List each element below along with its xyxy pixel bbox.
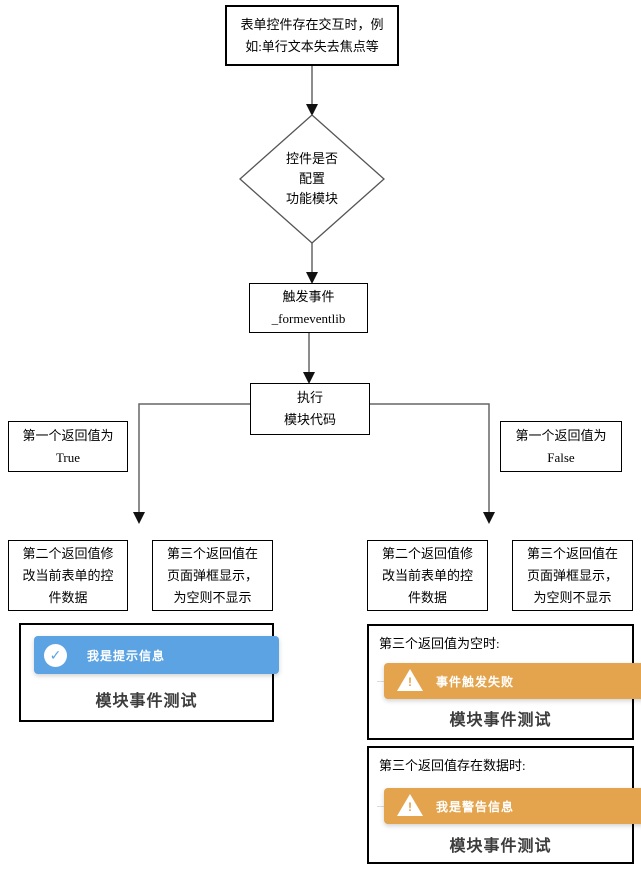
- decision-line1: 控件是否: [285, 151, 338, 166]
- node-start: 表单控件存在交互时，例 如:单行文本失去焦点等: [225, 5, 399, 66]
- panel-data-label: 第三个返回值存在数据时:: [379, 758, 526, 773]
- execute-line2: 模块代码: [283, 412, 336, 427]
- right-second-line1: 第二个返回值修: [381, 545, 473, 561]
- decision-line3: 功能模块: [285, 191, 338, 206]
- node-start-line2: 如:单行文本失去焦点等: [245, 38, 379, 54]
- success-toast: ✓ 我是提示信息: [34, 636, 279, 674]
- node-trigger-event: 触发事件 _formeventlib: [249, 283, 368, 333]
- warning-triangle-icon: !: [397, 794, 423, 816]
- node-right-third-return: 第三个返回值在 页面弹框显示， 为空则不显示: [512, 540, 633, 611]
- warning-triangle-icon: !: [397, 669, 423, 691]
- left-third-line3: 为空则不显示: [173, 589, 252, 605]
- panel-empty-label: 第三个返回值为空时:: [379, 636, 500, 651]
- right-third-line1: 第三个返回值在: [526, 545, 618, 561]
- left-second-line3: 件数据: [48, 589, 88, 605]
- node-decision-label: 控件是否 配置 功能模块: [242, 149, 382, 209]
- arrowhead-left-branch: [133, 512, 145, 524]
- left-second-line2: 改当前表单的控: [22, 567, 114, 583]
- left-third-line2: 页面弹框显示，: [166, 567, 258, 583]
- node-left-third-return: 第三个返回值在 页面弹框显示， 为空则不显示: [152, 540, 273, 611]
- node-start-line1: 表单控件存在交互时，例: [240, 16, 384, 32]
- warning-toast-data-message: 我是警告信息: [436, 799, 515, 814]
- right-second-line3: 件数据: [407, 589, 447, 605]
- node-execute-module: 执行 模块代码: [250, 383, 370, 435]
- trigger-line2: _formeventlib: [271, 311, 346, 326]
- node-right-second-return: 第二个返回值修 改当前表单的控 件数据: [367, 540, 488, 611]
- true-line1: 第一个返回值为: [22, 427, 114, 443]
- panel-data-caption: 模块事件测试: [449, 838, 552, 855]
- warning-toast-empty: ! 事件触发失败: [384, 663, 641, 699]
- node-left-second-return: 第二个返回值修 改当前表单的控 件数据: [8, 540, 128, 611]
- arrowhead-decision: [306, 104, 318, 116]
- decision-line2: 配置: [298, 171, 325, 186]
- warning-toast-data: ! 我是警告信息: [384, 788, 641, 824]
- arrowhead-right-branch: [483, 512, 495, 524]
- node-return-true: 第一个返回值为 True: [8, 421, 128, 472]
- trigger-line1: 触发事件: [282, 289, 335, 304]
- execute-line1: 执行: [296, 390, 323, 405]
- exclamation-glyph: !: [408, 800, 412, 814]
- connector-execute-right: [370, 403, 490, 513]
- left-third-line1: 第三个返回值在: [166, 545, 258, 561]
- right-third-line2: 页面弹框显示，: [526, 567, 618, 583]
- panel-empty-caption: 模块事件测试: [449, 712, 552, 729]
- connector-execute-left: [138, 403, 250, 513]
- right-third-line3: 为空则不显示: [533, 589, 612, 605]
- panel-warning-data: 第三个返回值存在数据时: ! 我是警告信息 模块事件测试: [367, 746, 641, 864]
- check-glyph: ✓: [49, 646, 62, 663]
- node-return-false: 第一个返回值为 False: [500, 421, 622, 472]
- success-toast-message: 我是提示信息: [87, 648, 166, 663]
- left-second-line1: 第二个返回值修: [22, 545, 114, 561]
- false-line1: 第一个返回值为: [515, 427, 607, 443]
- false-line2: False: [547, 449, 575, 465]
- panel-success-example: ✓ 我是提示信息 模块事件测试: [19, 623, 279, 722]
- panel-warning-empty: 第三个返回值为空时: ! 事件触发失败 模块事件测试: [367, 624, 641, 740]
- right-second-line2: 改当前表单的控: [381, 567, 473, 583]
- check-circle-icon: ✓: [44, 643, 67, 667]
- true-line2: True: [55, 449, 81, 465]
- exclamation-glyph: !: [408, 675, 412, 689]
- panel-success-caption: 模块事件测试: [95, 693, 198, 710]
- warning-toast-empty-message: 事件触发失败: [436, 674, 515, 689]
